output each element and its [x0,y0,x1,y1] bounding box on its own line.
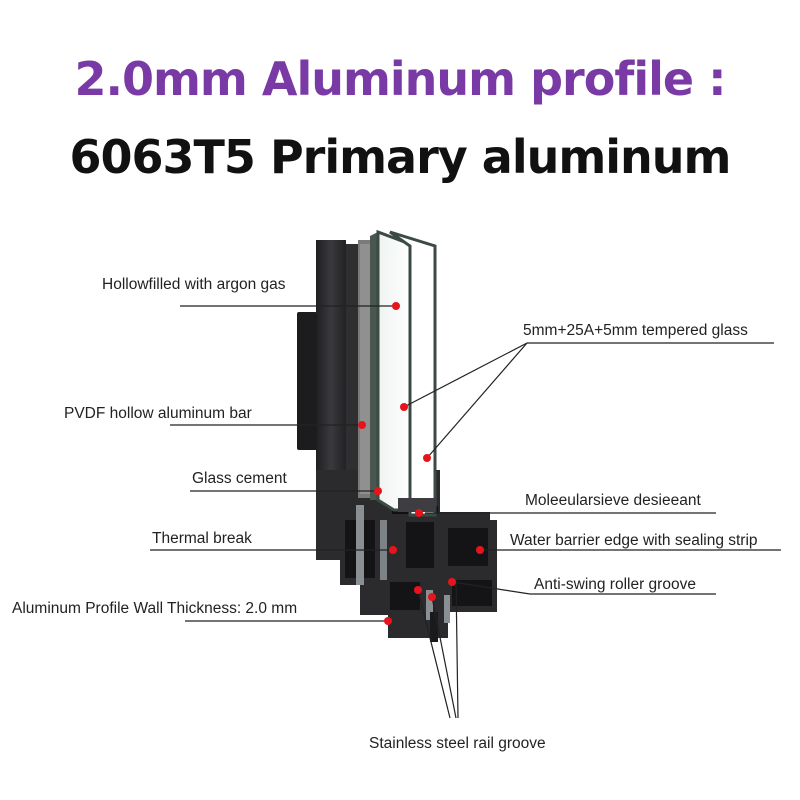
marker-dot [389,546,397,554]
marker-dot [392,302,400,310]
label-pvdf-bar: PVDF hollow aluminum bar [64,405,252,422]
title-line-2: 6063T5 Primary aluminum [69,130,732,184]
label-glass-cement: Glass cement [192,470,287,487]
label-rail-groove: Stainless steel rail groove [369,735,546,752]
marker-dot [384,617,392,625]
marker-dot [358,421,366,429]
marker-dot [428,593,436,601]
marker-dot [374,487,382,495]
marker-dot [415,509,423,517]
label-hollow-argon: Hollowfilled with argon gas [102,276,286,293]
label-tempered-glass: 5mm+25A+5mm tempered glass [523,322,748,339]
marker-dot [448,578,456,586]
label-wall-thickness: Aluminum Profile Wall Thickness: 2.0 mm [12,600,297,617]
title-line-1: 2.0mm Aluminum profile : [74,52,727,106]
marker-dot [414,586,422,594]
marker-dot [423,454,431,462]
label-thermal-break: Thermal break [152,530,252,547]
leader-lines [150,305,781,719]
label-molecular-sieve: Moleeularsieve desieeant [525,492,701,509]
label-water-barrier: Water barrier edge with sealing strip [510,532,758,549]
label-anti-swing: Anti-swing roller groove [534,576,696,593]
marker-dot [476,546,484,554]
marker-points [358,302,484,625]
marker-dot [400,403,408,411]
insulating-glass-unit [358,229,437,517]
